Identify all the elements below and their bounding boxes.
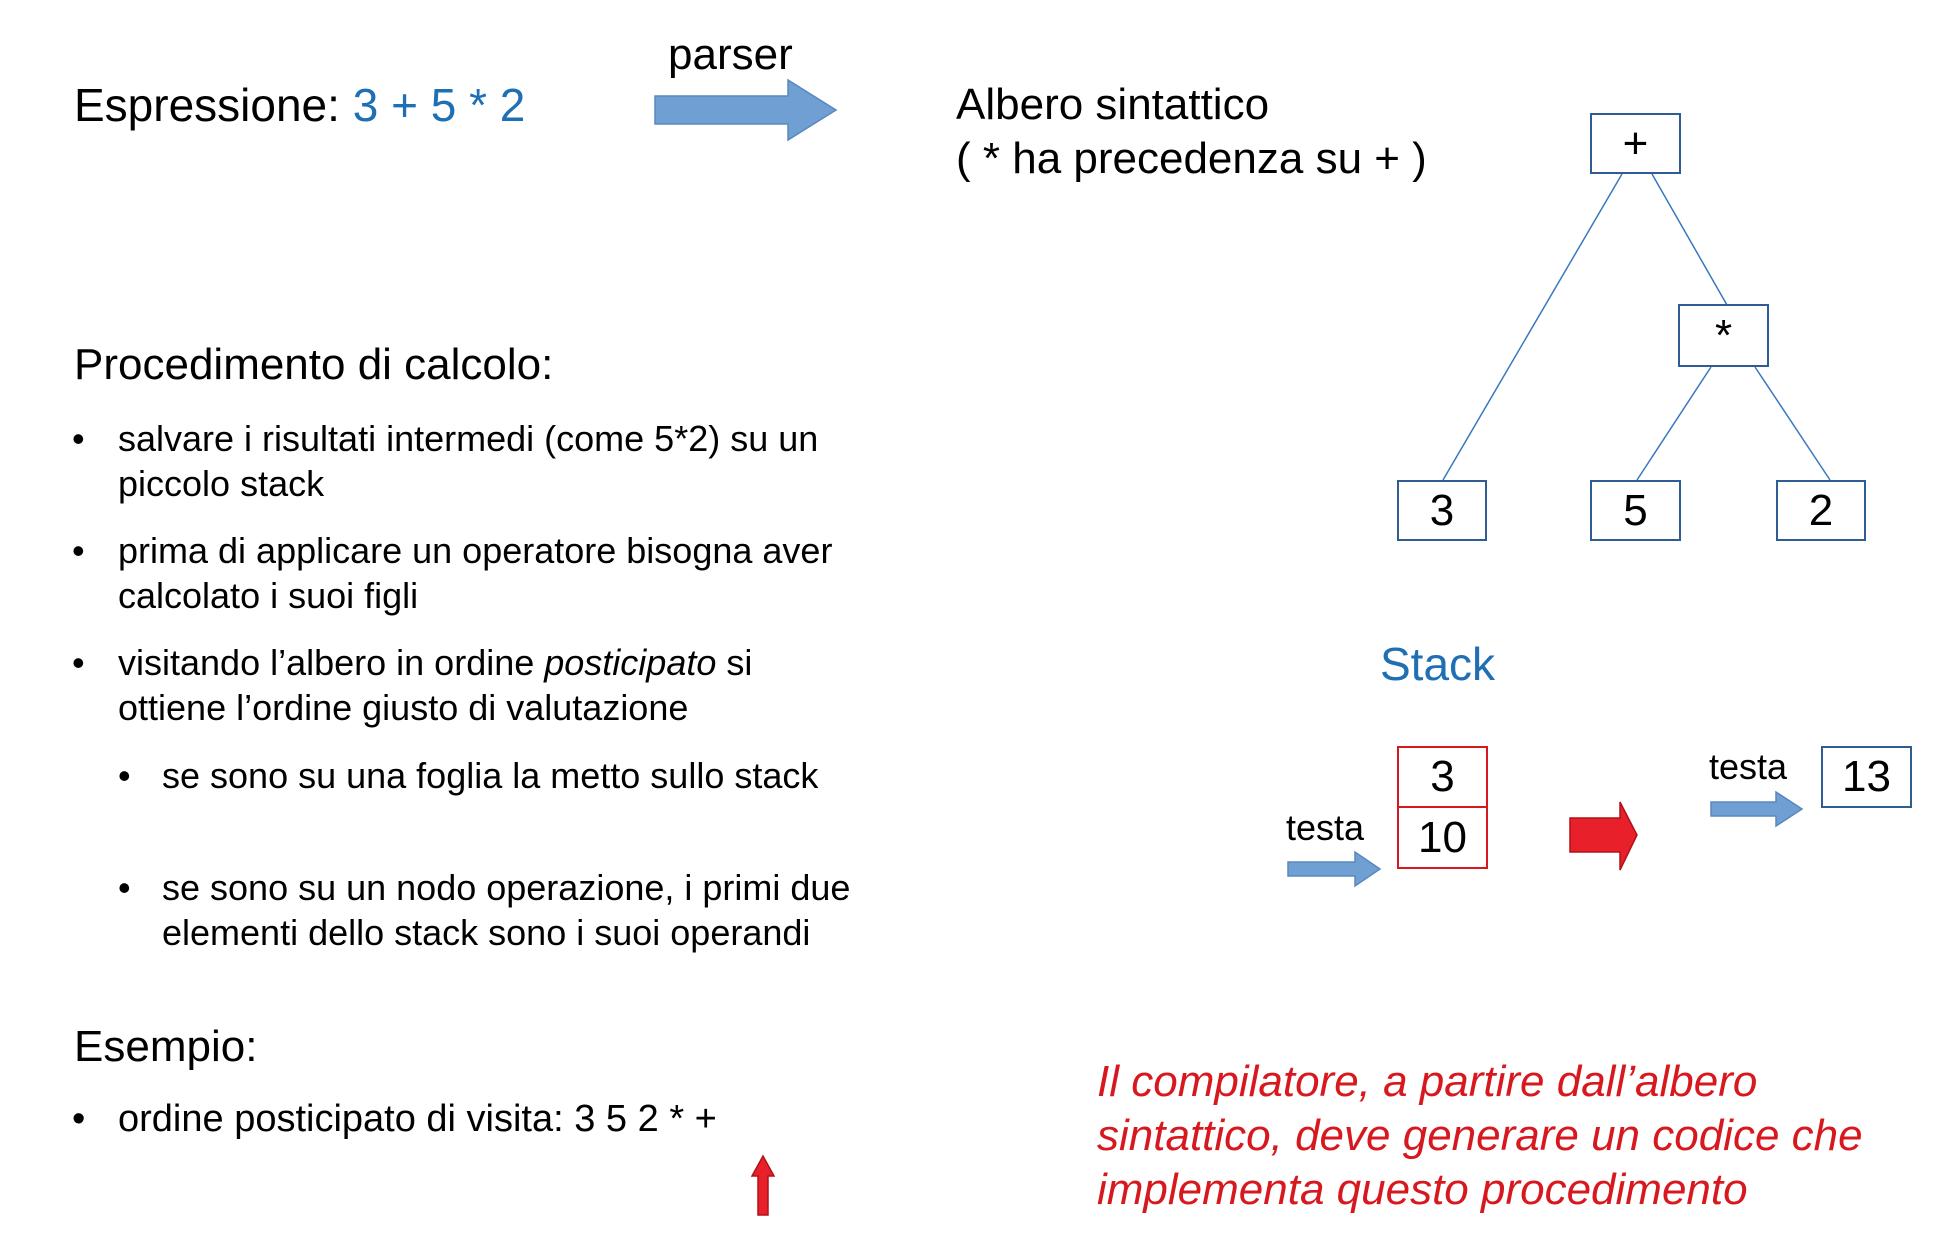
bullet-dot: • [72, 1098, 86, 1140]
expression-label: Espressione: [74, 79, 353, 131]
stack-cell-result: 13 [1821, 746, 1912, 808]
tree-subtitle: ( * ha precedenza su + ) [956, 134, 1427, 183]
procedure-title: Procedimento di calcolo: [74, 340, 554, 389]
edge-mult-to-2 [1754, 366, 1831, 481]
sub-bullet-1: • se sono su una foglia la metto sullo s… [118, 753, 858, 843]
bullet-dot: • [118, 755, 131, 796]
stack-head-label-right: testa [1709, 746, 1788, 787]
bullet-dot: • [72, 418, 85, 459]
edge-plus-to-mult [1651, 173, 1728, 306]
bullet-1-text: salvare i risultati intermedi (come 5*2)… [118, 418, 819, 504]
sub-bullet-2: • se sono su un nodo operazione, i primi… [118, 865, 858, 1000]
stack-title: Stack [1380, 638, 1496, 690]
bullet-3-part-a: visitando l’albero in ordine [118, 642, 545, 683]
bullet-dot: • [72, 642, 85, 683]
note-line-3: implementa questo procedimento [1097, 1165, 1748, 1214]
note-line-2: sintattico, deve generare un codice che [1097, 1111, 1863, 1160]
bullet-dot: • [118, 867, 131, 908]
example-text: ordine posticipato di visita: 3 5 2 * + [118, 1098, 717, 1140]
example-bullet: • ordine posticipato di visita: 3 5 2 * … [72, 1097, 852, 1142]
example-title: Esempio: [74, 1022, 258, 1071]
bullet-3-text: visitando l’albero in ordine posticipato… [118, 640, 858, 730]
parser-label: parser [668, 30, 793, 79]
tree-node-plus: + [1590, 113, 1681, 174]
tree-leaf-2: 2 [1776, 480, 1866, 541]
tree-title: Albero sintattico [956, 80, 1270, 129]
bullet-3-part-b: si ottiene l’ordine giusto di valutazion… [118, 642, 753, 728]
bullet-1: • salvare i risultati intermedi (come 5*… [72, 416, 852, 506]
tree-leaf-3: 3 [1397, 480, 1487, 541]
sub-bullet-1-text: se sono su una foglia la metto sullo sta… [162, 755, 819, 796]
bullet-3: • visitando l’albero in ordine posticipa… [72, 640, 852, 730]
stack-head-arrow-left-icon [1287, 850, 1382, 888]
expression: Espressione: 3 + 5 * 2 [74, 78, 525, 132]
tree-node-mult: * [1678, 304, 1769, 367]
stack-cell-bottom: 10 [1397, 806, 1488, 869]
stack-head-label-left: testa [1286, 807, 1365, 848]
parser-arrow-icon [654, 78, 838, 142]
bullet-2-text: prima di applicare un operatore bisogna … [118, 530, 833, 616]
expression-value: 3 + 5 * 2 [352, 79, 526, 131]
stack-cell-top: 3 [1397, 746, 1488, 808]
stack-head-arrow-right-icon [1710, 790, 1804, 828]
edge-plus-to-3 [1442, 173, 1623, 481]
bullet-dot: • [72, 530, 85, 571]
sub-bullet-2-text: se sono su un nodo operazione, i primi d… [162, 867, 851, 953]
transition-arrow-icon [1569, 801, 1638, 871]
edge-mult-to-5 [1636, 366, 1712, 481]
bullet-2: • prima di applicare un operatore bisogn… [72, 528, 852, 618]
note-line-1: Il compilatore, a partire dall’albero [1097, 1057, 1758, 1106]
tree-leaf-5: 5 [1590, 480, 1681, 541]
bullet-3-emphasis: posticipato [544, 642, 717, 683]
up-arrow-icon [750, 1154, 776, 1216]
